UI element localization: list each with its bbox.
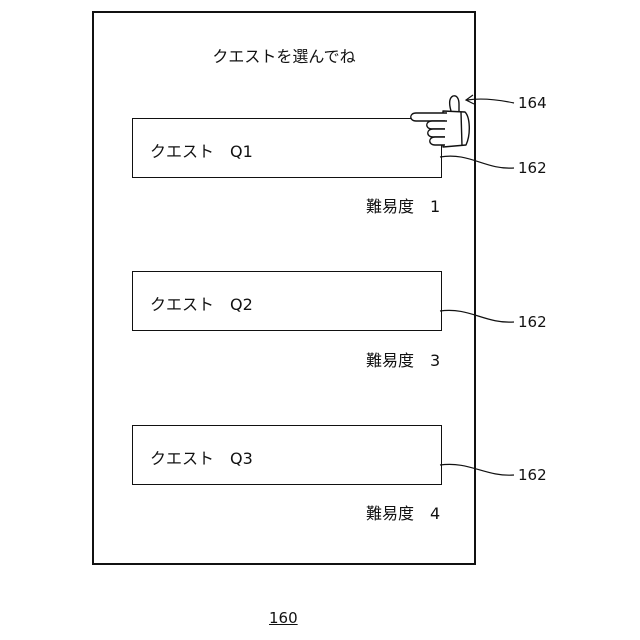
difficulty-q1: 難易度 1: [366, 193, 440, 217]
quest-select-screen: クエストを選んでね クエスト Q1 難易度 1 クエスト Q2 難易度 3 クエ…: [92, 11, 476, 565]
reference-numeral-pointer: 164: [518, 94, 547, 112]
quest-label-q1: クエスト Q1: [150, 138, 253, 162]
screen-title: クエストを選んでね: [94, 43, 474, 67]
reference-numeral-button-1: 162: [518, 159, 547, 177]
difficulty-q2: 難易度 3: [366, 347, 440, 371]
quest-button-q1[interactable]: クエスト Q1: [132, 118, 442, 178]
figure-reference-numeral: 160: [269, 609, 298, 627]
reference-numeral-button-3: 162: [518, 466, 547, 484]
quest-button-q3[interactable]: クエスト Q3: [132, 425, 442, 485]
quest-button-q2[interactable]: クエスト Q2: [132, 271, 442, 331]
difficulty-q3: 難易度 4: [366, 500, 440, 524]
reference-numeral-button-2: 162: [518, 313, 547, 331]
quest-label-q2: クエスト Q2: [150, 291, 253, 315]
quest-label-q3: クエスト Q3: [150, 445, 253, 469]
